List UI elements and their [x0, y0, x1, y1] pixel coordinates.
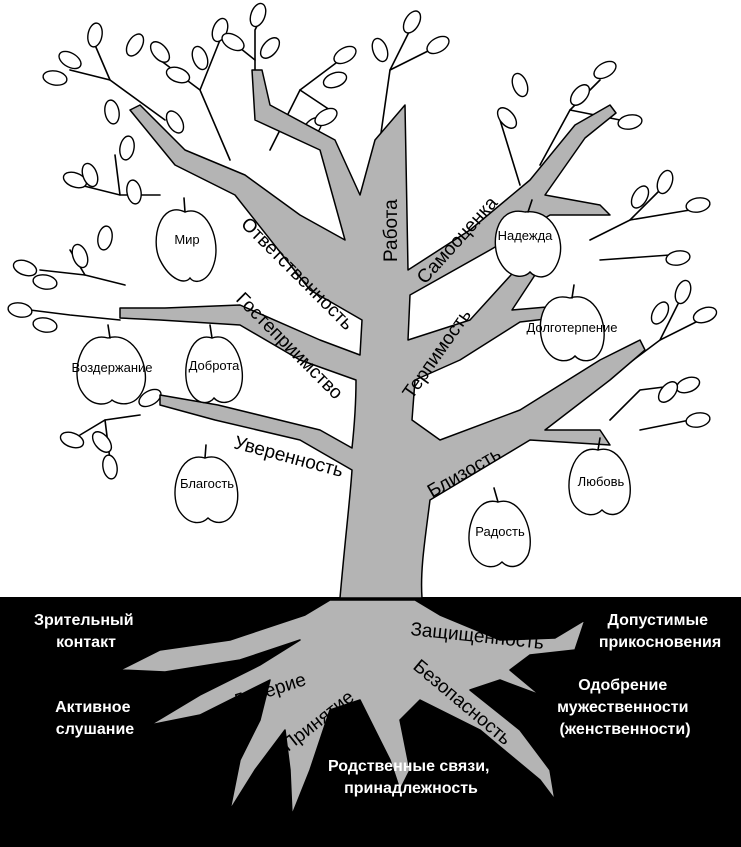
- ground-label-active-listening: Активное слушание: [55, 699, 135, 738]
- ground-label-approval-line2: мужественности: [557, 699, 688, 716]
- branch-label-work: Работа: [381, 199, 402, 262]
- ground-label-eye-contact-line2: контакт: [56, 634, 116, 651]
- ground-label-approval: Одобрение мужественности (женственности): [557, 677, 693, 738]
- ground-label-eye-contact-line1: Зрительный: [34, 612, 134, 629]
- fruit-label-kindness: Благость: [180, 476, 234, 491]
- ground-label-kinship-line1: Родственные связи,: [328, 758, 489, 775]
- ground-label-approval-line3: (женственности): [559, 721, 690, 738]
- ground-label-touch-line2: прикосновения: [599, 634, 721, 651]
- apples: [76, 197, 631, 568]
- fruit-label-peace: Мир: [174, 232, 199, 247]
- roots: [119, 599, 586, 816]
- ground-label-approval-line1: Одобрение: [578, 677, 667, 694]
- ground-label-active-listening-line1: Активное: [55, 699, 131, 716]
- leaves: [7, 2, 718, 480]
- fruit-label-hope: Надежда: [498, 228, 554, 243]
- fruit-label-goodness: Доброта: [189, 358, 241, 373]
- ground-label-touch-line1: Допустимые: [608, 612, 709, 629]
- ground-label-kinship-line2: принадлежность: [344, 780, 478, 797]
- ground-label-kinship: Родственные связи, принадлежность: [328, 758, 494, 797]
- fruit-label-patience: Долготерпение: [526, 320, 617, 335]
- fruit-label-love: Любовь: [578, 474, 625, 489]
- ground-label-eye-contact: Зрительный контакт: [34, 612, 138, 651]
- fruit-label-joy: Радость: [475, 524, 525, 539]
- trunk: [119, 69, 646, 599]
- ground-label-active-listening-line2: слушание: [56, 721, 134, 738]
- ground-label-touch: Допустимые прикосновения: [599, 612, 721, 651]
- fruit-label-temperance: Воздержание: [71, 360, 152, 375]
